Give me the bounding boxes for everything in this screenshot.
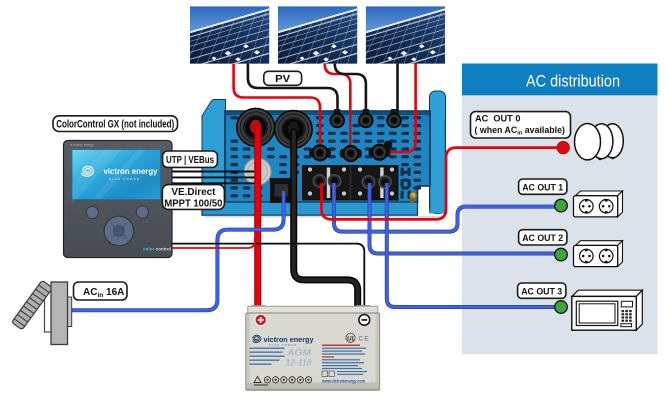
svg-text:www.victronenergy.com: www.victronenergy.com (321, 379, 365, 385)
svg-text:C E: C E (359, 336, 369, 343)
svg-text:ACin 16A: ACin 16A (83, 287, 124, 299)
svg-text:AC OUT 2: AC OUT 2 (522, 233, 563, 243)
svg-text:AGM: AGM (286, 348, 312, 359)
svg-text:victron energy: victron energy (104, 167, 159, 176)
svg-text:AC OUT 0: AC OUT 0 (475, 114, 520, 124)
svg-text:UTP | VEBus: UTP | VEBus (166, 155, 214, 166)
svg-text:AC distribution: AC distribution (526, 73, 620, 91)
svg-text:UL: UL (347, 336, 355, 343)
svg-text:ColorControl GX (not included): ColorControl GX (not included) (56, 119, 174, 131)
svg-text:MPPT 100/50: MPPT 100/50 (164, 198, 222, 209)
svg-text:color control: color control (143, 247, 171, 252)
svg-text:❉ victron energy: ❉ victron energy (70, 143, 94, 147)
svg-text:BLUE POWER: BLUE POWER (109, 177, 140, 181)
svg-text:PV: PV (275, 74, 290, 85)
svg-text:AC OUT 3: AC OUT 3 (521, 286, 562, 296)
svg-text:( when ACin available): ( when ACin available) (475, 125, 565, 137)
svg-text:12-110: 12-110 (286, 358, 312, 368)
svg-text:AC OUT 1: AC OUT 1 (522, 182, 563, 192)
svg-text:VE.Direct: VE.Direct (171, 187, 216, 198)
svg-text:BLUE POWER: BLUE POWER (269, 344, 297, 347)
svg-text:victron energy: victron energy (264, 335, 315, 344)
